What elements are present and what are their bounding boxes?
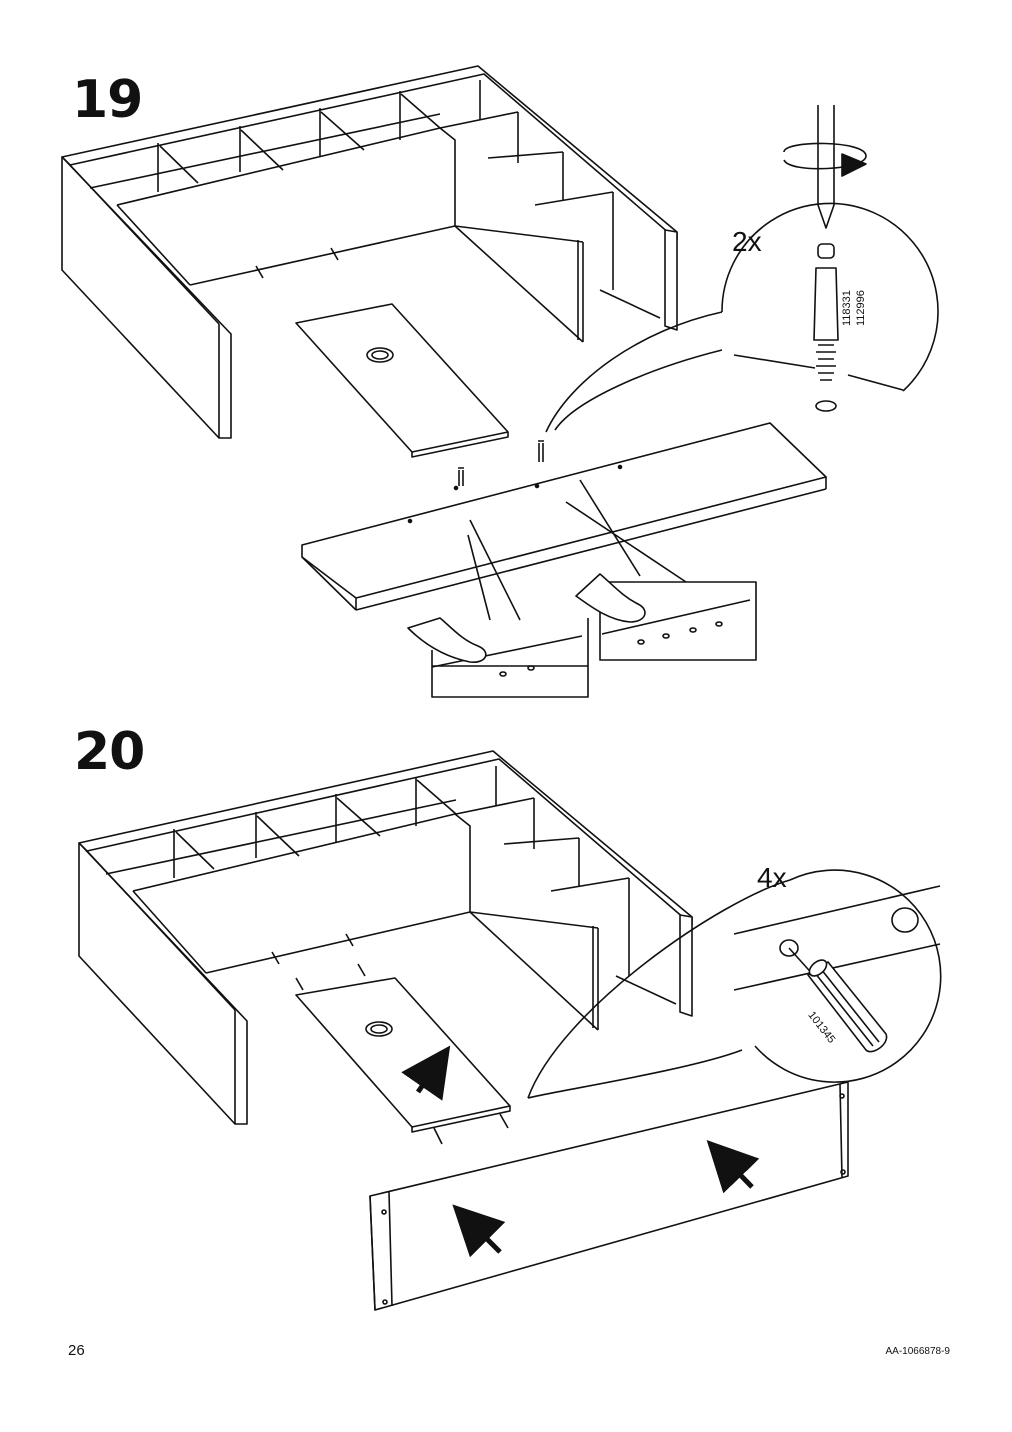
step-number-20: 20 [74, 722, 145, 782]
cam-screw-detail [546, 105, 938, 432]
loose-shelf-20 [296, 978, 510, 1144]
shelf-frame-20 [79, 751, 692, 1124]
quantity-label-20: 4x [757, 862, 787, 893]
part-number-118331: 118331 [841, 290, 853, 326]
shelf-frame-19 [62, 66, 677, 438]
arrow-icon [452, 1204, 506, 1258]
step-20-illustration [79, 751, 941, 1310]
part-number-112996: 112996 [855, 290, 867, 326]
pointing-hand-icon [408, 618, 486, 662]
step-number-19: 19 [72, 70, 143, 130]
document-id: AA-1066878-9 [885, 1346, 951, 1357]
wooden-dowel-detail [528, 870, 941, 1098]
pointing-hand-icon [576, 574, 645, 622]
quantity-label-19: 2x [732, 226, 762, 257]
screwdriver-icon [818, 105, 834, 228]
loose-shelf-19 [296, 304, 508, 457]
arrow-icon [706, 1140, 760, 1194]
cam-screw-icon [814, 244, 838, 380]
hand-callout-left [408, 520, 588, 697]
plinth-board-20 [370, 1082, 848, 1310]
step-19-illustration [62, 66, 938, 697]
hand-callout-right [566, 480, 756, 660]
plinth-board-19 [302, 423, 826, 610]
page-number: 26 [68, 1342, 85, 1359]
rotate-arrow-icon [784, 143, 866, 168]
wooden-dowel-icon [806, 957, 886, 1052]
arrow-icon [401, 1045, 451, 1101]
